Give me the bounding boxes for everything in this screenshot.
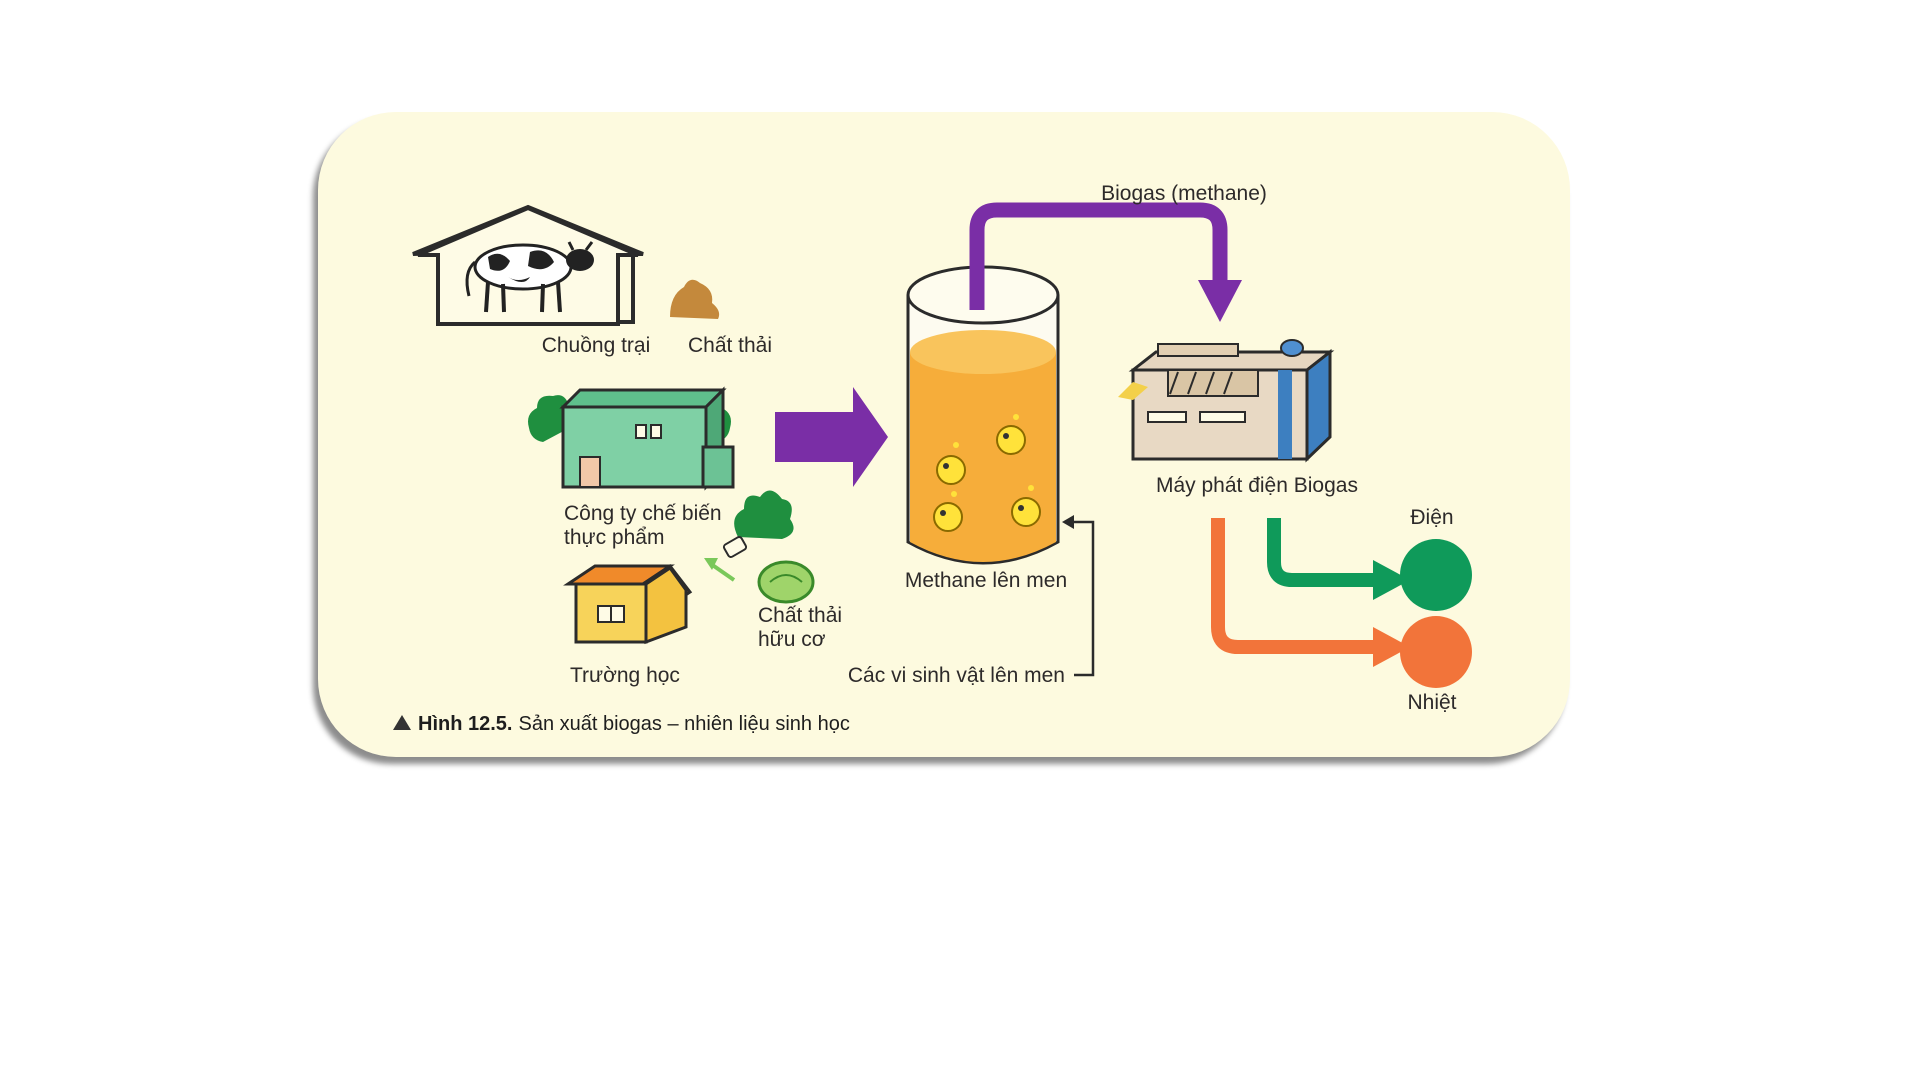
waste-label: Chất thải [688, 334, 772, 357]
barn-label: Chuồng trại [542, 334, 651, 357]
biogas-label-text: Biogas (methane) [1101, 182, 1267, 205]
electricity-label: Điện [1410, 506, 1453, 529]
heat-label: Nhiệt [1407, 691, 1456, 714]
microbes-label: Các vi sinh vật lên men [848, 664, 1065, 687]
waste-icon [670, 280, 719, 319]
organic-waste-label-line2: hữu cơ [758, 628, 826, 651]
heat-circle [1400, 616, 1472, 688]
school-label: Trường học [570, 664, 680, 687]
school-icon [568, 566, 690, 642]
organic-waste-label-line1: Chất thải [758, 604, 842, 627]
caption: Hình 12.5. Sản xuất biogas – nhiên liệu s… [418, 713, 850, 735]
electricity-arrow-icon [1274, 518, 1410, 600]
caption-prefix: Hình 12.5. [418, 713, 512, 735]
microbes-pointer-icon [1062, 515, 1093, 675]
electricity-circle [1400, 539, 1472, 611]
green-arrow-icon [704, 558, 734, 580]
factory-label-line2: thực phẩm [564, 526, 664, 549]
factory-label-line1: Công ty chế biến [564, 502, 722, 525]
generator-icon [1118, 340, 1330, 459]
factory-icon [528, 390, 733, 487]
fermentation-label: Methane lên men [905, 569, 1067, 592]
barn-icon [413, 207, 643, 324]
biogas-diagram: Chuồng trại Chất thải Công ty chế biến t… [318, 112, 1570, 757]
caption-text: Sản xuất biogas – nhiên liệu sinh học [518, 713, 849, 735]
input-arrow-icon [775, 387, 888, 487]
figure-card: Chuồng trại Chất thải Công ty chế biến t… [318, 112, 1570, 757]
vegetables-icon [723, 490, 813, 602]
generator-label: Máy phát điện Biogas [1156, 474, 1358, 497]
caption-triangle-icon [393, 715, 411, 730]
